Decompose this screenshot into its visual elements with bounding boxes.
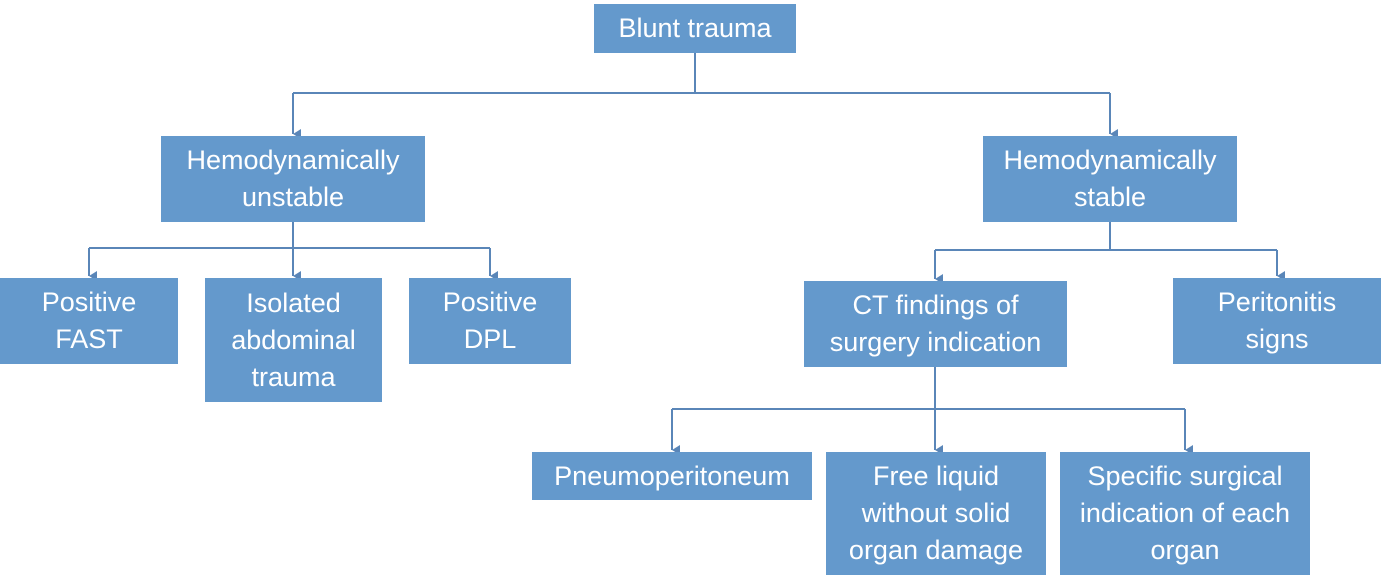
node-specific-surgical-indication: Specific surgical indication of each org…: [1060, 452, 1310, 575]
node-blunt-trauma: Blunt trauma: [594, 4, 796, 53]
node-pneumoperitoneum: Pneumoperitoneum: [532, 452, 812, 500]
node-ct-findings: CT findings of surgery indication: [804, 281, 1067, 367]
node-peritonitis-signs: Peritonitis signs: [1173, 278, 1381, 364]
node-positive-dpl: Positive DPL: [409, 278, 571, 364]
node-isolated-abdominal-trauma: Isolated abdominal trauma: [205, 278, 382, 402]
node-free-liquid: Free liquid without solid organ damage: [826, 452, 1046, 575]
node-positive-fast: Positive FAST: [0, 278, 178, 364]
node-hemodynamically-unstable: Hemodynamically unstable: [161, 136, 425, 222]
node-hemodynamically-stable: Hemodynamically stable: [983, 136, 1237, 222]
